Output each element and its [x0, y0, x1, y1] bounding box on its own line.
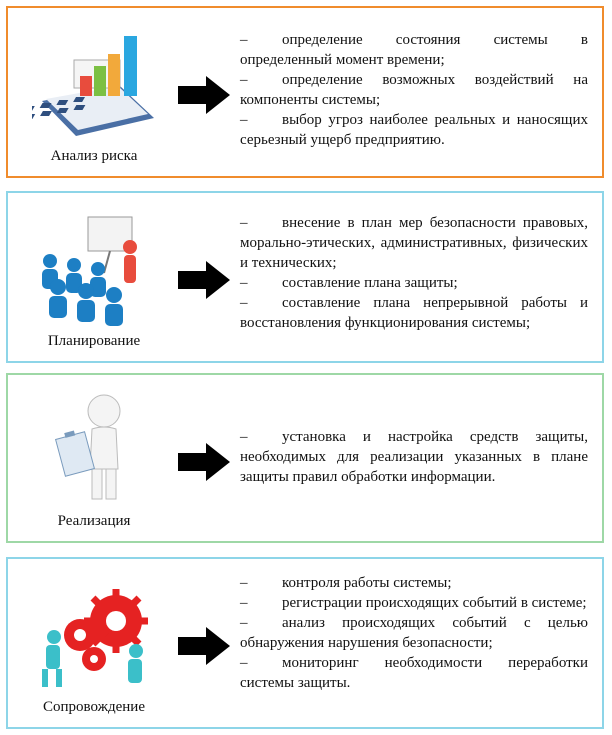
list-item: –определение возможных воздействий на ко…: [240, 72, 588, 108]
arrow-right-icon: [178, 261, 230, 299]
stage-label: Реализация: [57, 513, 131, 529]
stage-panel-planning: Планирование –внесение в план мер безопа…: [6, 191, 604, 363]
arrow-right-icon: [178, 443, 230, 481]
stage-panel-maintenance: Сопровождение –контроля работы системы; …: [6, 557, 604, 729]
list-item: –анализ происходящих событий с целью обн…: [240, 615, 588, 651]
calculator-chart-icon: [32, 36, 154, 136]
stage-panel-risk-analysis: Анализ риска –определение состояния сист…: [6, 6, 604, 178]
list-item: –контроля работы системы;: [240, 575, 452, 591]
list-item: –выбор угроз наиболее реальных и наносящ…: [240, 112, 588, 148]
stage-description: –контроля работы системы; –регистрации п…: [240, 573, 588, 693]
stage-description: –установка и настройка средств защиты, н…: [240, 427, 588, 487]
stage-label: Сопровождение: [42, 699, 145, 715]
list-item: –внесение в план мер безопасности правов…: [240, 215, 588, 271]
list-item: –установка и настройка средств защиты, н…: [240, 429, 588, 485]
person-clipboard-icon: [54, 394, 121, 500]
presentation-meeting-icon: [42, 216, 137, 326]
stage-label: Планирование: [47, 333, 141, 349]
gears-people-icon: [42, 589, 148, 687]
arrow-right-icon: [178, 76, 230, 114]
stage-description: –определение состояния системы в определ…: [240, 30, 588, 150]
stage-description: –внесение в план мер безопасности правов…: [240, 213, 588, 333]
list-item: –определение состояния системы в определ…: [240, 32, 588, 68]
stage-label: Анализ риска: [50, 148, 138, 164]
list-item: –регистрации происходящих событий в сист…: [240, 595, 587, 611]
list-item: –составление плана защиты;: [240, 275, 458, 291]
list-item: –составление плана непрерывной работы и …: [240, 295, 588, 331]
stage-panel-implementation: Реализация –установка и настройка средст…: [6, 373, 604, 543]
arrow-right-icon: [178, 627, 230, 665]
list-item: –мониторинг необходимости переработки си…: [240, 655, 588, 691]
